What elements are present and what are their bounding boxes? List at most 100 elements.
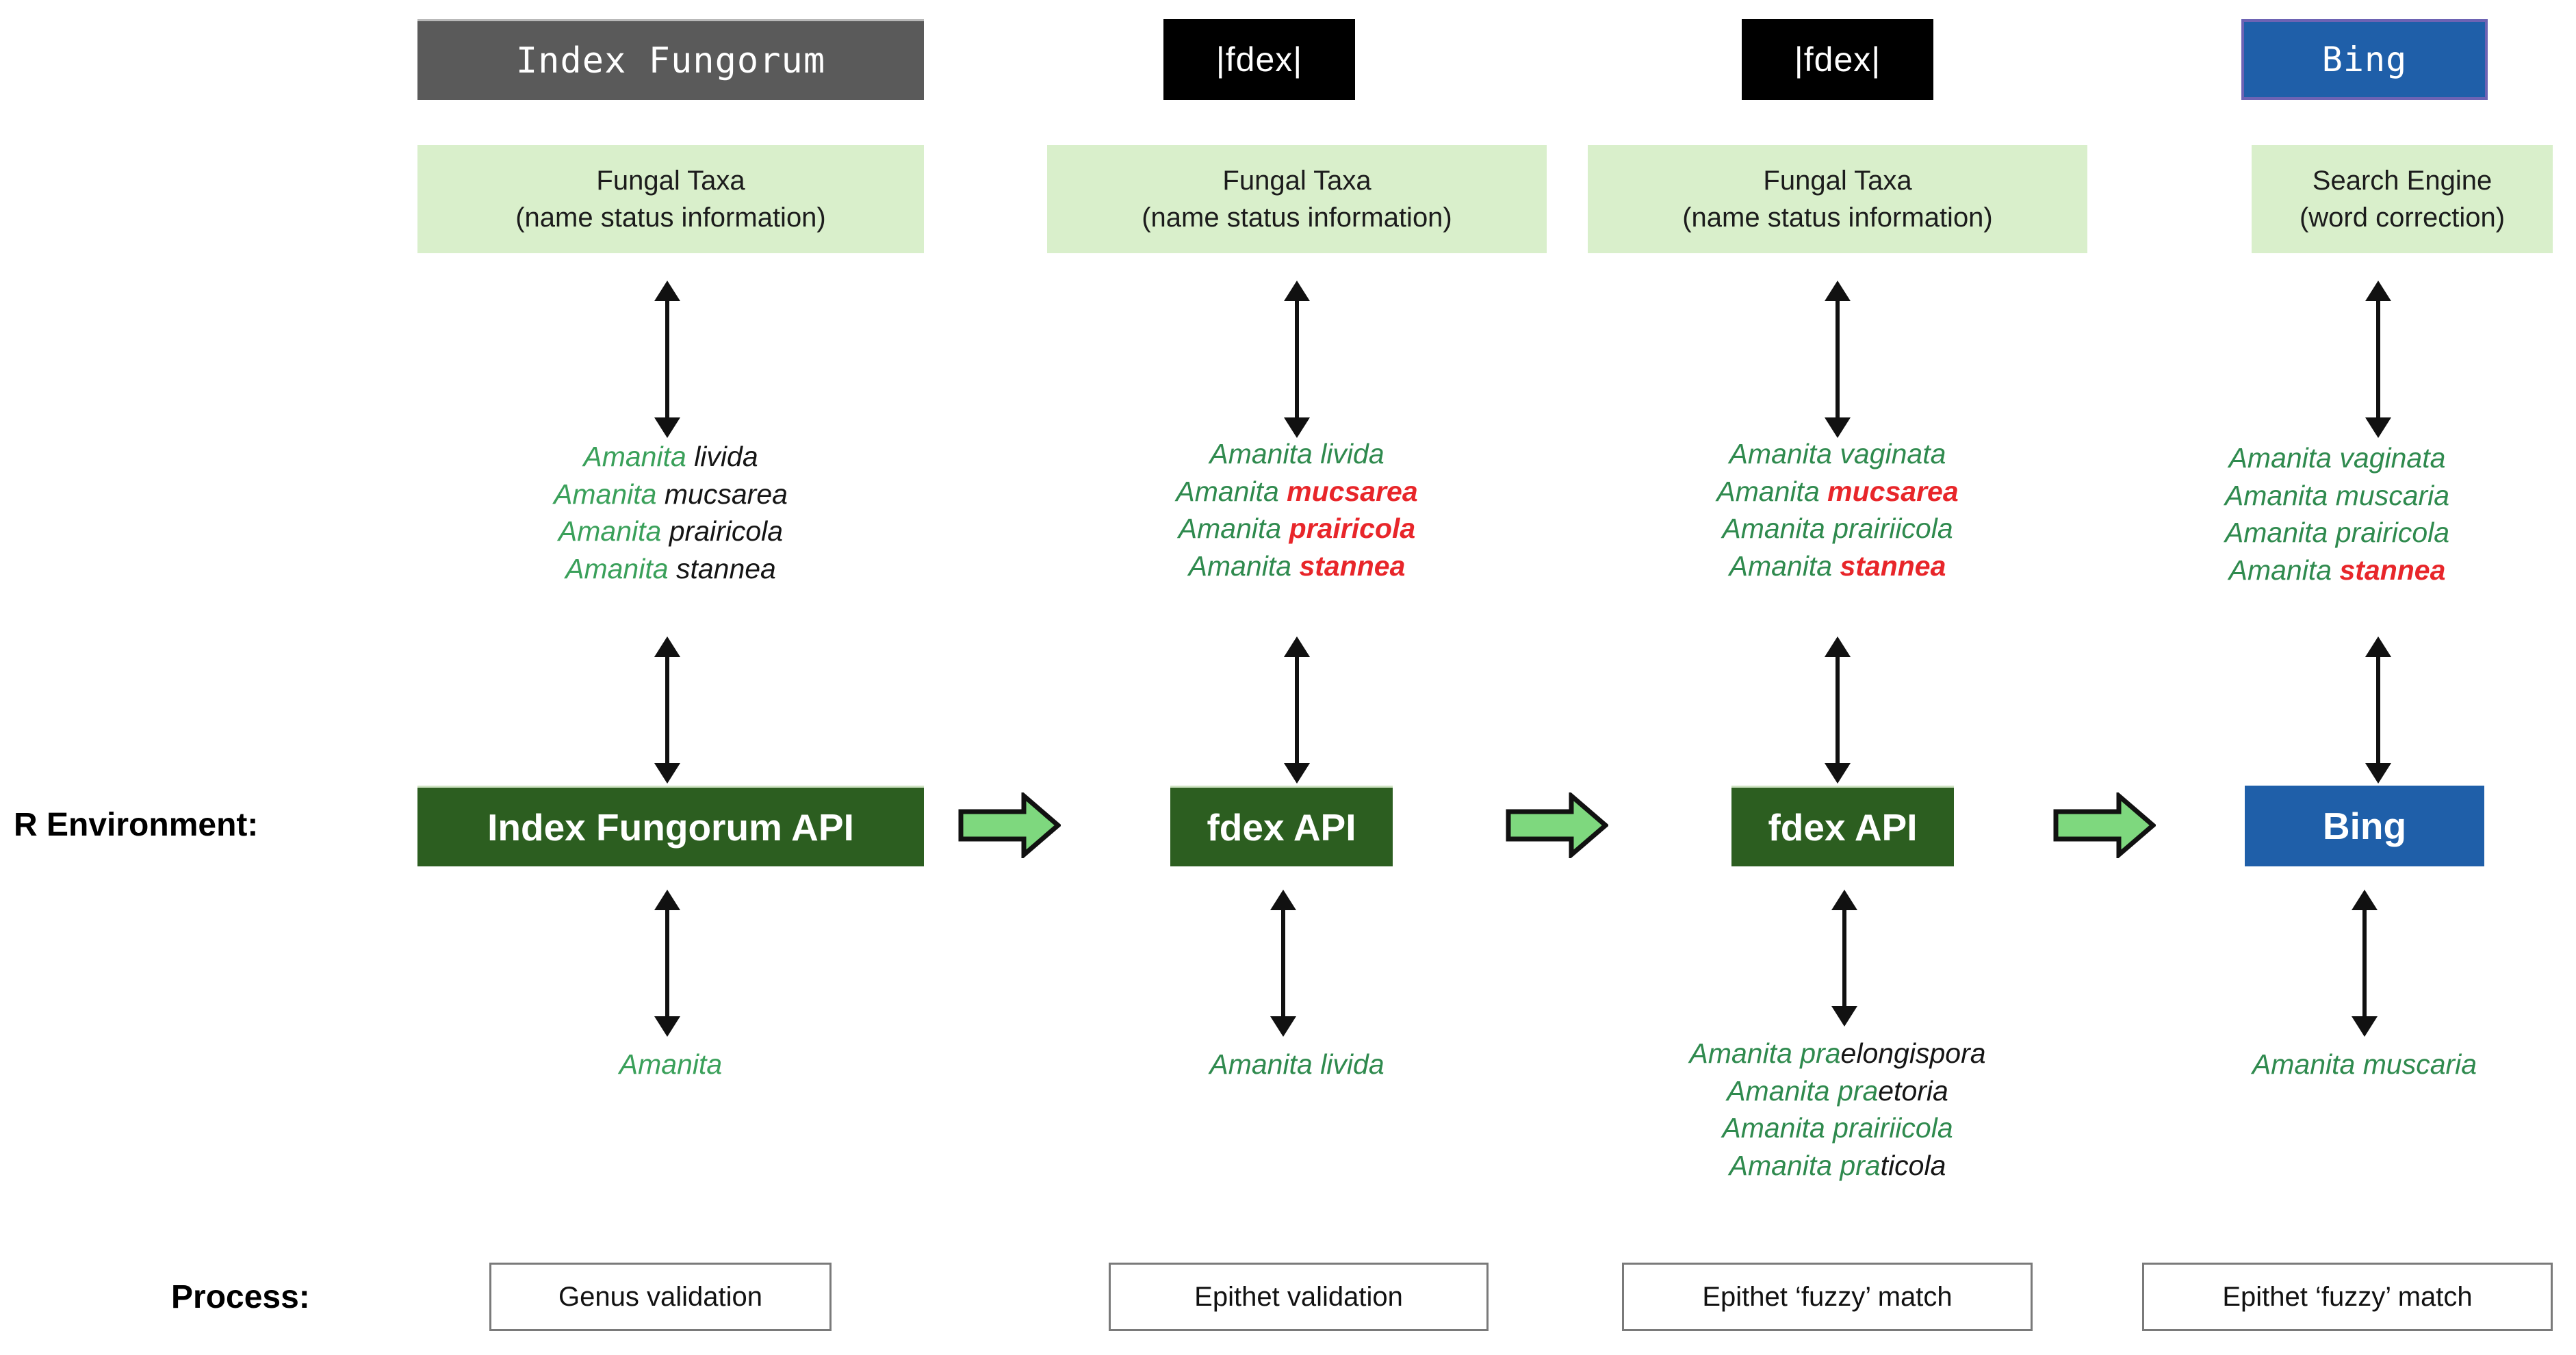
double-arrow-icon-col4-top [2365,281,2392,438]
process-box-epithet-validation: Epithet validation [1109,1263,1489,1331]
genus-label: Amanita [1176,475,1279,507]
genus-label: Amanita [1729,438,1832,469]
epithet-label: prairicola [669,515,784,547]
info-box-line-1: Fungal Taxa [1222,166,1371,196]
genus-label: Amanita [2224,479,2328,511]
genus-label: Amanita pra [1727,1074,1879,1107]
double-arrow-icon-col2-top [1283,281,1311,438]
process-box-epithet-fuzzy-match-col3: Epithet ‘fuzzy’ match [1622,1263,2033,1331]
list-item: Amanita praelongispora [1588,1035,2087,1072]
list-item: Amanita praticola [1588,1147,2087,1185]
list-item: Amanita prairiicola [1588,1109,2087,1147]
double-arrow-icon-col4-mid [2365,636,2392,784]
list-item: Amanita prairiicola [1588,510,2087,547]
api-box-fdex-col2[interactable]: fdex API [1170,786,1393,866]
epithet-label: mucsarea [1827,475,1959,507]
logo-fdex-col2: |fdex| [1163,19,1355,100]
genus-label: Amanita [619,1048,723,1080]
genus-label: Amanita [1209,1048,1313,1080]
epithet-label: prairiicola [1833,513,1953,545]
species-list-col1-bottom: Amanita [417,1046,924,1083]
species-list-col2-bottom: Amanita livida [1047,1046,1547,1083]
double-arrow-icon-col3-bottom [1831,890,1858,1027]
list-item: Amanita mucsarea [1047,473,1547,511]
double-arrow-icon-col3-top [1824,281,1851,438]
species-list-col2-top: Amanita livida Amanita mucsarea Amanita … [1047,435,1547,584]
genus-label: Amanita prairiicola [1722,1112,1953,1144]
genus-label: Amanita [1188,550,1292,582]
double-arrow-icon-col1-top [654,281,681,438]
list-item: Amanita stannea [1588,547,2087,585]
list-item: Amanita livida [417,438,924,476]
logo-index-fungorum: Index Fungorum [417,19,924,100]
list-item: Amanita livida [1047,435,1547,473]
process-box-epithet-fuzzy-match-col4: Epithet ‘fuzzy’ match [2142,1263,2553,1331]
list-item: Amanita vaginata [1588,435,2087,473]
epithet-label: stannea [1299,550,1406,582]
info-box-line-1: Search Engine [2312,166,2493,196]
process-box-genus-validation: Genus validation [489,1263,832,1331]
genus-label: Amanita [2228,554,2332,586]
double-arrow-icon-col2-mid [1283,636,1311,784]
genus-label: Amanita [558,515,662,547]
info-box-line-2: (name status information) [1142,203,1452,233]
genus-label: Amanita [583,441,686,472]
epithet-label: vaginata [1840,438,1946,469]
list-item: Amanita mucsarea [417,476,924,513]
api-box-index-fungorum[interactable]: Index Fungorum API [417,786,924,866]
epithet-label: livida [1320,438,1384,469]
double-arrow-icon-col1-mid [654,636,681,784]
epithet-label: muscaria [2362,1048,2477,1080]
epithet-label: stannea [2339,554,2446,586]
info-box-fungal-taxa-col1: Fungal Taxa (name status information) [417,145,924,253]
genus-label: Amanita [1729,550,1833,582]
api-box-fdex-col3[interactable]: fdex API [1731,786,1954,866]
genus-label: Amanita [1716,475,1820,507]
epithet-label: stannea [1840,550,1946,582]
genus-label: Amanita [1178,513,1282,545]
info-box-fungal-taxa-col3: Fungal Taxa (name status information) [1588,145,2087,253]
list-item: Amanita stannea [2122,552,2553,589]
logo-bing: Bing [2241,19,2488,100]
genus-label: Amanita [2224,517,2328,549]
genus-label: Amanita [1209,438,1313,469]
epithet-label: prairicola [1289,513,1416,545]
epithet-label: mucsarea [1287,475,1418,507]
species-list-col3-top: Amanita vaginata Amanita mucsarea Amanit… [1588,435,2087,584]
epithet-label: vaginata [2339,442,2446,474]
list-item: Amanita [417,1046,924,1083]
api-box-bing[interactable]: Bing [2245,786,2484,866]
info-box-line-2: (name status information) [515,203,826,233]
flow-arrow-icon-2 [1506,792,1608,858]
genus-label: Amanita [1722,513,1825,545]
logo-fdex-col3: |fdex| [1742,19,1933,100]
epithet-label: muscaria [2335,479,2450,511]
genus-label: Amanita pra [1689,1037,1841,1069]
list-item: Amanita prairicola [417,513,924,550]
info-box-line-1: Fungal Taxa [596,166,745,196]
double-arrow-icon-col1-bottom [654,890,681,1037]
info-box-line-2: (name status information) [1682,203,1993,233]
double-arrow-icon-col4-bottom [2351,890,2378,1037]
species-list-col4-top: Amanita vaginata Amanita muscaria Amanit… [2122,439,2553,589]
list-item: Amanita stannea [1047,547,1547,585]
double-arrow-icon-col2-bottom [1270,890,1297,1037]
epithet-label: prairicola [2335,517,2450,549]
info-box-line-1: Fungal Taxa [1763,166,1912,196]
genus-label: Amanita [554,478,657,510]
list-item: Amanita mucsarea [1588,473,2087,511]
species-list-col1-top: Amanita livida Amanita mucsarea Amanita … [417,438,924,587]
process-row-label: Process: [171,1279,310,1315]
list-item: Amanita praetoria [1588,1072,2087,1110]
epithet-label: livida [694,441,758,472]
epithet-label: livida [1320,1048,1384,1080]
double-arrow-icon-col3-mid [1824,636,1851,784]
epithet-label: mucsarea [664,478,788,510]
list-item: Amanita vaginata [2122,439,2553,477]
r-environment-row-label: R Environment: [14,807,259,843]
list-item: Amanita livida [1047,1046,1547,1083]
list-item: Amanita muscaria [2122,477,2553,515]
list-item: Amanita muscaria [2149,1046,2576,1083]
list-item: Amanita prairicola [1047,510,1547,547]
info-box-search-engine-col4: Search Engine (word correction) [2252,145,2553,253]
